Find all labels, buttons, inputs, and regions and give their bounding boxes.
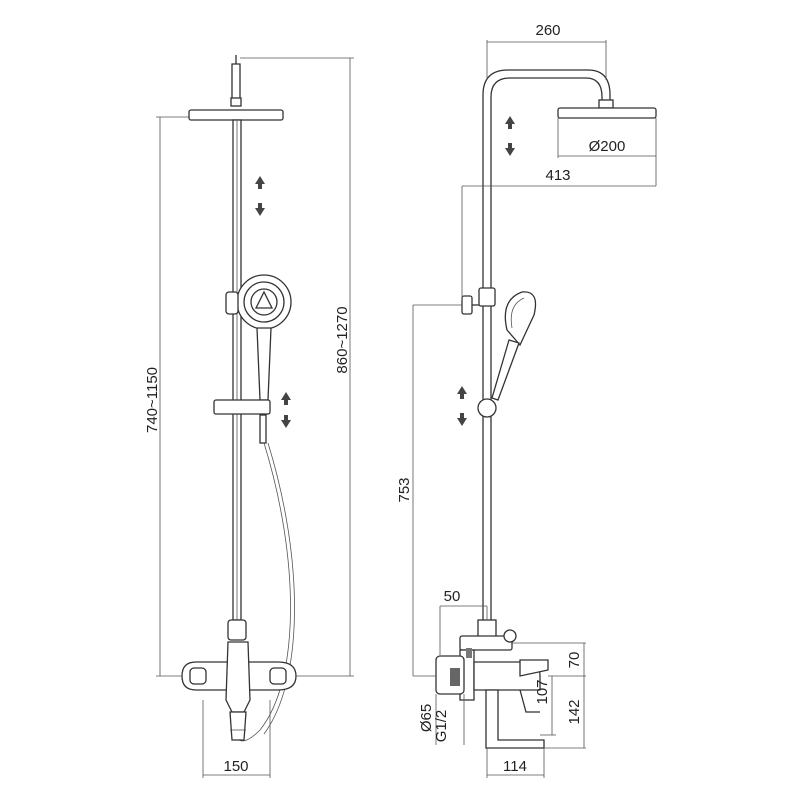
dim-142: 142	[566, 699, 583, 724]
overhead-shower-head-side	[557, 107, 657, 119]
wall-bracket	[461, 295, 473, 315]
up-down-arrow-icon	[281, 392, 291, 428]
dim-107: 107	[534, 679, 551, 704]
dim-right-height: 860~1270	[334, 306, 351, 373]
dim-70: 70	[566, 652, 583, 669]
mixer-handle	[225, 641, 251, 713]
spout-side	[485, 689, 545, 749]
hand-shower-side	[504, 291, 537, 347]
front-view: 740~1150 860~1270 150	[144, 55, 354, 778]
front-dimensions	[156, 57, 354, 778]
dim-top-width: 260	[535, 22, 560, 39]
up-down-arrow-icon	[457, 386, 467, 426]
dim-114: 114	[503, 758, 527, 775]
head-connector	[230, 97, 242, 107]
diverter-knob	[503, 629, 517, 643]
head-connector-side	[598, 99, 614, 109]
dim-offset: 50	[444, 588, 461, 605]
handle-side	[519, 659, 549, 677]
up-down-arrow-icon	[505, 116, 515, 156]
slide-holder	[478, 287, 496, 307]
diverter-side	[477, 619, 497, 639]
overhead-arm-outer	[482, 69, 611, 620]
diverter-valve	[227, 619, 247, 641]
hand-shower-handle-side	[491, 339, 520, 401]
side-view: 260 Ø200 413 753 50 70 107 142 114 Ø65 G…	[396, 22, 657, 778]
spout	[229, 711, 247, 741]
hose-connector	[259, 414, 267, 444]
lower-slide-bracket	[213, 399, 271, 415]
dim-pipe-diameter: Ø65	[418, 704, 435, 732]
spray-selector-icon	[254, 290, 274, 309]
side-dimensions	[412, 40, 657, 778]
dim-base-width: 150	[223, 758, 248, 775]
top-cap	[231, 55, 241, 101]
dim-reach: 413	[545, 167, 570, 184]
dim-head-diameter: Ø200	[589, 138, 626, 155]
overhead-arm-inner	[490, 77, 603, 620]
lower-holder	[477, 398, 497, 418]
mixer-detail-hatch	[450, 648, 472, 686]
dim-height: 753	[396, 477, 413, 502]
up-down-arrow-icon	[255, 176, 265, 216]
dim-left-height: 740~1150	[144, 367, 161, 433]
upper-slide-bracket	[225, 291, 239, 315]
hand-shower-handle	[256, 327, 272, 401]
dim-thread: G1/2	[433, 710, 450, 743]
overhead-shower-head	[188, 109, 284, 121]
hand-shower-head	[236, 274, 292, 330]
